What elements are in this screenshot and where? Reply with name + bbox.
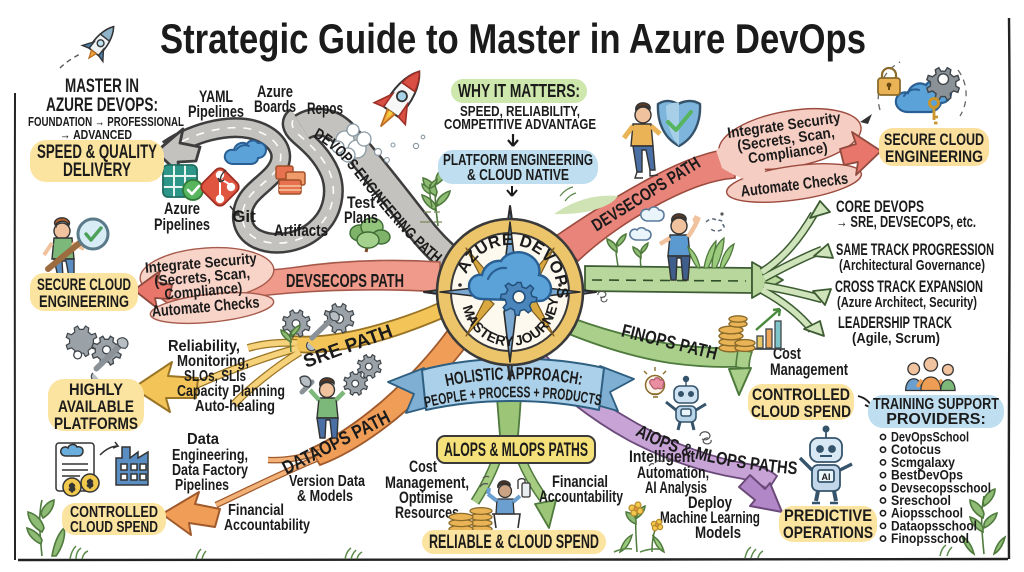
svg-text:Deploy: Deploy: [688, 493, 732, 512]
svg-text:HIGHLY: HIGHLY: [69, 380, 124, 399]
svg-text:→ SRE, DEVSECOPS, etc.: → SRE, DEVSECOPS, etc.: [836, 214, 976, 231]
svg-text:YAML: YAML: [199, 87, 233, 106]
svg-text:Financial: Financial: [552, 472, 608, 491]
svg-text:Optimise: Optimise: [399, 488, 453, 507]
svg-text:Sreschool: Sreschool: [891, 493, 951, 508]
svg-text:Resources: Resources: [395, 503, 459, 522]
svg-text:Data: Data: [187, 431, 219, 448]
svg-text:BestDevOps: BestDevOps: [891, 468, 963, 483]
svg-text:CROSS TRACK EXPANSION: CROSS TRACK EXPANSION: [835, 277, 983, 296]
svg-text:Compliance): Compliance): [164, 280, 243, 304]
svg-text:PLATFORM ENGINEERING: PLATFORM ENGINEERING: [443, 152, 593, 169]
svg-text:TRAINING SUPPORT: TRAINING SUPPORT: [873, 396, 999, 413]
svg-text:Monitoring,: Monitoring,: [177, 353, 249, 370]
svg-text:Auto-healing: Auto-healing: [195, 398, 275, 415]
svg-text:SPEED, RELIABILITY,: SPEED, RELIABILITY,: [460, 103, 580, 120]
svg-text:Capacity Planning: Capacity Planning: [177, 383, 285, 400]
svg-text:SPEED & QUALITY: SPEED & QUALITY: [37, 142, 157, 163]
svg-text:AVAILABLE: AVAILABLE: [58, 397, 134, 416]
svg-text:AI: AI: [822, 472, 831, 482]
svg-text:Test: Test: [347, 193, 375, 212]
svg-text:Pipelines: Pipelines: [175, 477, 229, 494]
svg-text:DevOpsSchool: DevOpsSchool: [891, 430, 969, 445]
svg-text:Artifacts: Artifacts: [274, 221, 328, 240]
svg-text:$: $: [87, 479, 93, 490]
svg-text:Management: Management: [770, 360, 848, 379]
svg-text:Financial: Financial: [228, 502, 284, 519]
svg-text:Git: Git: [232, 207, 256, 226]
svg-text:Reliability,: Reliability,: [168, 338, 240, 355]
svg-text:DEVSECOPS PATH: DEVSECOPS PATH: [286, 271, 404, 291]
svg-text:Intelligent: Intelligent: [629, 447, 695, 466]
svg-text:Version Data: Version Data: [289, 473, 365, 490]
svg-text:AI Analysis: AI Analysis: [645, 478, 707, 497]
svg-text:Strategic Guide to Master in A: Strategic Guide to Master in Azure DevOp…: [160, 15, 866, 62]
svg-text:Models: Models: [695, 523, 741, 542]
svg-text:COMPETITIVE ADVANTAGE: COMPETITIVE ADVANTAGE: [444, 116, 596, 133]
svg-text:LEADERSHIP TRACK: LEADERSHIP TRACK: [838, 313, 952, 332]
svg-text:Plans: Plans: [344, 208, 378, 227]
svg-text:PREDICTIVE: PREDICTIVE: [784, 506, 872, 525]
svg-text:(Agile, Scrum): (Agile, Scrum): [852, 330, 940, 347]
svg-text:CLOUD SPEND: CLOUD SPEND: [70, 519, 158, 536]
svg-text:Finopsschool: Finopsschool: [891, 531, 969, 546]
svg-text:Aiopsschool: Aiopsschool: [891, 506, 963, 521]
svg-text:Management,: Management,: [385, 473, 469, 492]
svg-text:CONTROLLED: CONTROLLED: [70, 504, 158, 521]
svg-text:DELIVERY: DELIVERY: [63, 160, 131, 181]
svg-text:Boards: Boards: [254, 97, 296, 116]
svg-text:OPERATIONS: OPERATIONS: [783, 523, 873, 542]
svg-text:AZURE DEVOPS:: AZURE DEVOPS:: [46, 95, 158, 116]
svg-text:WHY IT MATTERS:: WHY IT MATTERS:: [458, 81, 580, 101]
svg-text:SECURE CLOUD: SECURE CLOUD: [37, 275, 131, 294]
svg-text:Azure: Azure: [257, 82, 293, 101]
svg-text:ENGINEERING: ENGINEERING: [39, 292, 129, 311]
svg-text:Azure: Azure: [164, 199, 200, 218]
svg-text:Data Factory: Data Factory: [172, 462, 248, 479]
svg-text:CORE DEVOPS: CORE DEVOPS: [836, 197, 924, 216]
svg-text:CLOUD SPEND: CLOUD SPEND: [751, 402, 851, 421]
svg-text:Engineering,: Engineering,: [172, 447, 248, 464]
svg-text:Pipelines: Pipelines: [154, 215, 210, 234]
svg-text:Repos: Repos: [307, 99, 343, 118]
svg-text:SECURE CLOUD: SECURE CLOUD: [884, 130, 984, 149]
svg-text:ALOPS & MLOPS PATHS: ALOPS & MLOPS PATHS: [444, 440, 588, 461]
svg-text:Dataopsschool: Dataopsschool: [891, 518, 977, 533]
svg-text:Accountability: Accountability: [224, 517, 310, 534]
svg-text:SLOs, SLIs: SLOs, SLIs: [184, 368, 246, 385]
svg-text:CONTROLLED: CONTROLLED: [752, 385, 850, 404]
svg-text:& CLOUD NATIVE: & CLOUD NATIVE: [467, 167, 569, 184]
svg-text:PLATFORMS: PLATFORMS: [54, 414, 138, 433]
svg-text:Devsecopsschool: Devsecopsschool: [891, 480, 991, 495]
svg-text:Machine Learning: Machine Learning: [660, 508, 760, 527]
svg-text:Automation,: Automation,: [637, 463, 709, 482]
svg-text:Cost: Cost: [409, 457, 437, 476]
svg-text:Pipelines: Pipelines: [188, 102, 244, 121]
svg-text:Accountability: Accountability: [539, 487, 623, 506]
svg-text:MASTER IN: MASTER IN: [65, 76, 139, 97]
svg-text:Cotocus: Cotocus: [891, 442, 941, 457]
svg-text:(Azure Architect, Security): (Azure Architect, Security): [837, 294, 977, 311]
svg-text:(Architectural Governance): (Architectural Governance): [839, 257, 985, 274]
svg-text:FOUNDATION → PROFESSIONAL: FOUNDATION → PROFESSIONAL: [28, 114, 184, 129]
svg-text:PROVIDERS:: PROVIDERS:: [886, 411, 986, 428]
svg-text:RELIABLE & CLOUD SPEND: RELIABLE & CLOUD SPEND: [429, 532, 599, 553]
svg-text:→ ADVANCED: → ADVANCED: [60, 127, 132, 142]
svg-text:ENGINEERING: ENGINEERING: [885, 147, 983, 166]
svg-text:$: $: [69, 483, 75, 494]
svg-text:SAME TRACK PROGRESSION: SAME TRACK PROGRESSION: [836, 240, 994, 259]
svg-text:& Models: & Models: [297, 488, 353, 505]
svg-text:Scmgalaxy: Scmgalaxy: [891, 455, 955, 470]
